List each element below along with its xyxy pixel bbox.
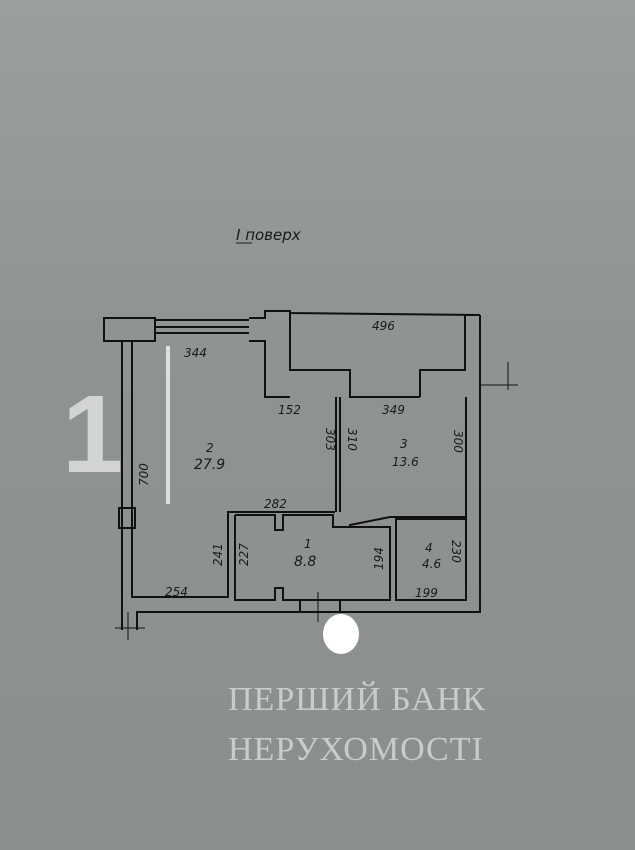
dimension-label: 254: [165, 585, 188, 599]
room-3-area: 13.6: [392, 455, 419, 469]
watermark: 1 ПЕРШИЙ БАНК НЕРУХОМОСТІ: [62, 346, 486, 768]
watermark-line2: НЕРУХОМОСТІ: [228, 731, 484, 768]
room-3-number: 3: [400, 437, 408, 451]
dimension-label: 700: [137, 463, 151, 486]
room-2-area: 27.9: [194, 457, 225, 473]
dimension-label: 349: [382, 403, 405, 417]
dimension-label: 300: [451, 430, 465, 453]
room-4-area: 4.6: [422, 557, 441, 571]
dimension-label: 310: [345, 428, 359, 451]
dimension-label: 152: [278, 403, 301, 417]
dimension-label: 199: [415, 586, 438, 600]
walls: [103, 310, 518, 640]
dimension-label: 282: [264, 497, 287, 511]
floor-title: I поверх: [236, 226, 301, 244]
watermark-line1: ПЕРШИЙ БАНК: [228, 681, 486, 718]
watermark-logo: 1: [62, 373, 123, 496]
dimension-label: 496: [372, 319, 395, 333]
redaction-blob: [323, 614, 359, 654]
room-4-number: 4: [425, 541, 433, 555]
watermark-divider: [166, 346, 170, 504]
room-1-number: 1: [304, 537, 312, 551]
dimension-label: 227: [237, 543, 251, 566]
dimension-labels: 496 344 152 349 303 310 300 700 282 241 …: [137, 319, 465, 600]
dimension-label: 303: [323, 428, 337, 451]
room-2-number: 2: [206, 441, 214, 455]
dimension-label: 194: [372, 547, 386, 570]
dimension-label: 241: [211, 543, 225, 566]
dimension-label: 344: [184, 346, 207, 360]
room-1-area: 8.8: [294, 554, 316, 570]
room-labels: 2 27.9 3 13.6 1 8.8 4 4.6: [194, 437, 441, 571]
dimension-label: 230: [449, 540, 463, 563]
